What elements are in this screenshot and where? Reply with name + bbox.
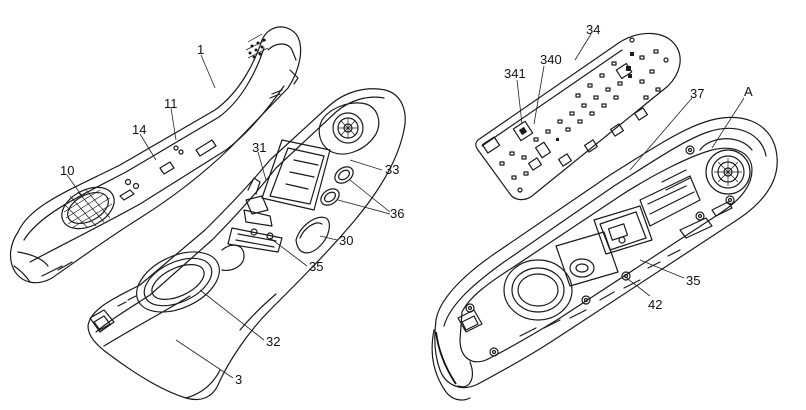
label-35-right: 35 (686, 273, 700, 288)
label-1: 1 (197, 42, 204, 57)
label-35-left: 35 (309, 259, 323, 274)
label-10: 10 (60, 163, 74, 178)
label-30: 30 (339, 233, 353, 248)
label-340: 340 (540, 52, 562, 67)
label-34: 34 (586, 22, 600, 37)
right-figure-labels: 34 340 341 37 A 35 42 (504, 22, 753, 312)
label-14: 14 (132, 122, 146, 137)
leader-lines (66, 33, 745, 379)
right-housing (431, 116, 778, 401)
label-3: 3 (235, 372, 242, 387)
lower-housing (87, 88, 406, 401)
circuit-board (475, 32, 681, 201)
label-11: 11 (164, 96, 178, 111)
label-37: 37 (690, 86, 704, 101)
label-341: 341 (504, 66, 526, 81)
label-A: A (744, 84, 753, 99)
label-32: 32 (266, 334, 280, 349)
upper-cover (9, 26, 302, 284)
left-figure-labels: 1 11 14 10 31 33 36 30 35 32 3 (60, 42, 404, 387)
label-33: 33 (385, 162, 399, 177)
label-42: 42 (648, 297, 662, 312)
label-31: 31 (252, 140, 266, 155)
label-36: 36 (390, 206, 404, 221)
